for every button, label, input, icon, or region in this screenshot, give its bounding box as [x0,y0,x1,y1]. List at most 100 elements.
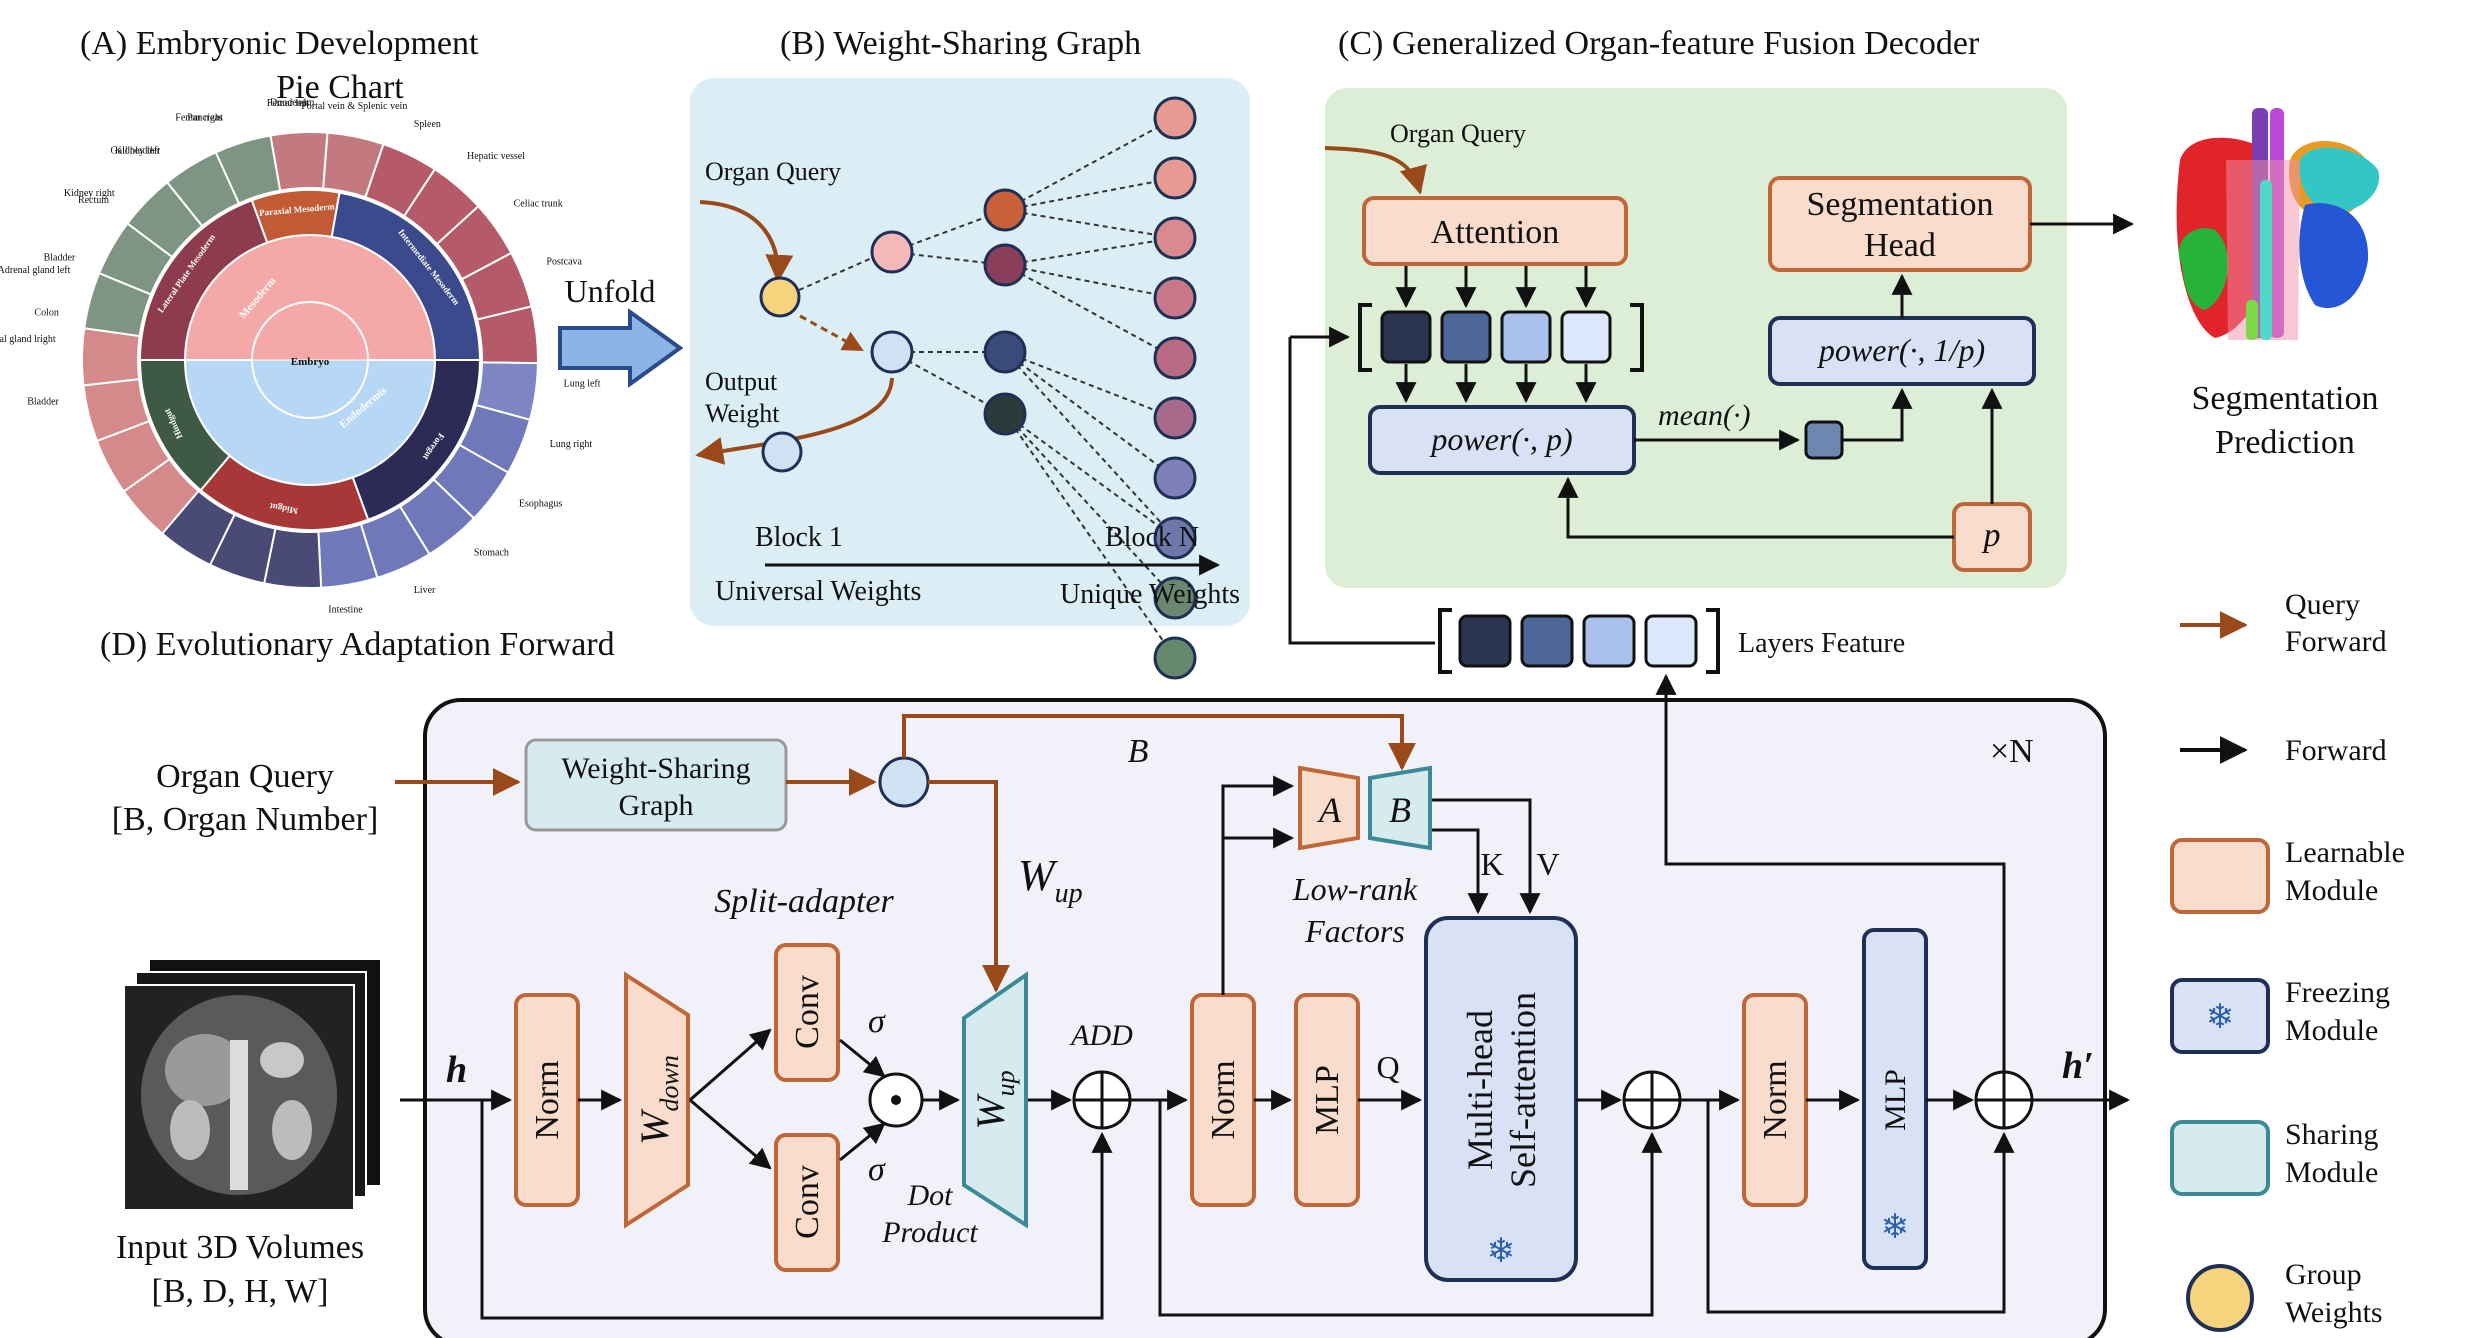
graph-node [983,243,1027,287]
b-to-k-arrow [1432,828,1489,915]
legend-freezing: Freezing [2285,976,2390,1009]
conv2-to-dot-arrow [839,1122,886,1162]
panel-b-weight-sharing-graph: (B) Weight-Sharing Graph Organ Query Out… [690,25,1250,680]
multi-head-attention-block [1424,916,1578,1282]
wsg-label: Weight-Sharing [561,752,750,785]
input-ct-volume-image [123,960,380,1211]
pie-organ-label: Lung left [564,379,601,390]
segmentation-prediction-image [2176,108,2380,340]
graph-edge [1004,177,1176,211]
segmentation-head-label: Segmentation [1807,186,1994,223]
legend-group-2: Weights [2285,1296,2383,1329]
graph-output-weight-label-2: Weight [705,399,780,428]
decoder-feature-token [1500,310,1552,364]
pie-organ-label: Bladder [44,252,76,263]
h-prime-label: h′ [2062,1045,2094,1087]
dot-product-label-2: Product [881,1216,978,1249]
sunburst-chart [81,131,539,589]
graph-leaf-node [1153,576,1197,620]
panel-d-title: (D) Evolutionary Adaptation Forward [100,626,615,663]
segmentation-head-label-2: Head [1864,227,1936,264]
legend: Query Forward Forward Learnable Module ❄… [2170,588,2405,1332]
decoder-feature-token [1380,310,1432,364]
w-up-edge-label: Wup [1018,851,1083,909]
w-down-label: Wdown [632,1055,684,1145]
panel-a-subtitle: Pie Chart [276,69,404,106]
decoder-organ-query-label: Organ Query [1390,119,1526,148]
input-organ-query-shape: [B, Organ Number] [112,801,379,838]
p-to-power-arrow [1557,476,1954,539]
layers-feature-label: Layers Feature [1738,628,1905,659]
wdown-to-conv2-arrow [689,1098,772,1170]
graph-leaf-node [1153,336,1197,380]
feature-bracket-left [1358,303,1372,372]
graph-edge [1004,413,1176,659]
layers-bracket-right [1706,608,1720,674]
sigma-2-label: σ [868,1151,886,1188]
mlp-2-label: MLP [1879,1069,1912,1131]
pie-organ-label: Gall bladder [110,146,160,157]
graph-output-arrow [695,377,894,465]
w-down-block [624,971,690,1229]
pie-organ-label: Postcava [546,256,582,267]
pie-organ-label: Portal vein & Splenic vein [301,101,407,112]
graph-leaf-node [1153,456,1197,500]
pie-organ-label: Femur right [175,112,223,123]
dot-product-label: Dot [907,1179,954,1212]
pie-organ-label: Intestine [328,605,363,616]
p-label: p [1982,517,2001,554]
panel-c-title: (C) Generalized Organ-feature Fusion Dec… [1338,25,1980,62]
graph-node [983,392,1027,436]
pie-organ-label: Spleen [414,119,441,130]
residual-2-arrow [1158,1100,1663,1317]
mean-label: mean(·) [1658,399,1750,432]
dot-product-icon [891,1095,901,1105]
legend-query-forward: Query [2285,588,2360,621]
legend-sharing-2: Module [2285,1156,2378,1189]
norm-2-label: Norm [1205,1060,1242,1139]
legend-sharing: Sharing [2285,1118,2378,1151]
seg-prediction-label: Segmentation [2192,380,2379,417]
attention-label: Attention [1431,214,1559,251]
pie-organ-slice [81,327,141,387]
v-label: V [1536,846,1559,882]
legend-learnable-swatch [2170,838,2270,914]
low-rank-label-2: Factors [1304,913,1405,949]
graph-nodes [870,96,1197,680]
pie-organ-label: Esophagus [519,498,562,509]
layers-bracket-left [1438,608,1452,674]
panel-b-title: (B) Weight-Sharing Graph [780,25,1141,62]
attention-feature-arrows [1395,266,1597,404]
lowrank-a-block [1298,765,1360,851]
unfold-arrow-icon [558,308,684,388]
graph-leaf-node [1153,516,1197,560]
graph-leaf-node [1153,216,1197,260]
to-layers-feature-arrow [1655,673,2006,1072]
feature-bracket-right [1630,303,1644,372]
power-p-label: power(·, p) [1429,421,1572,457]
h-input-label: h [446,1049,467,1091]
mean-token [1804,420,1844,460]
attention-block [1362,196,1628,266]
lowrank-b-label: B [1389,790,1411,830]
mlp-2-snowflake-icon: ❄ [1881,1209,1910,1246]
pie-organ-label: Stomach [474,547,509,558]
pie-organ-label: Bladder [27,396,59,407]
decoder-feature-tokens [1380,310,1612,364]
legend-freezing-swatch [2170,978,2270,1054]
graph-node [870,230,914,274]
legend-query-forward-2: Forward [2285,625,2387,658]
pie-center-label: Embryo [291,356,330,368]
layers-feature-token [1520,614,1574,668]
legend-freezing-2: Module [2285,1014,2378,1047]
decoder-feature-token [1440,310,1492,364]
graph-leaf-node [1153,96,1197,140]
residual-3-arrow [1706,1100,2015,1314]
output-weight-node [761,431,803,473]
wdown-to-conv1-arrow [689,1028,772,1102]
universal-weights-label: Universal Weights [715,576,921,607]
graph-edge [1004,351,1176,419]
input-volume-label: Input 3D Volumes [116,1229,364,1266]
legend-group-weight-swatch [2186,1264,2254,1332]
legend-forward: Forward [2285,734,2387,767]
